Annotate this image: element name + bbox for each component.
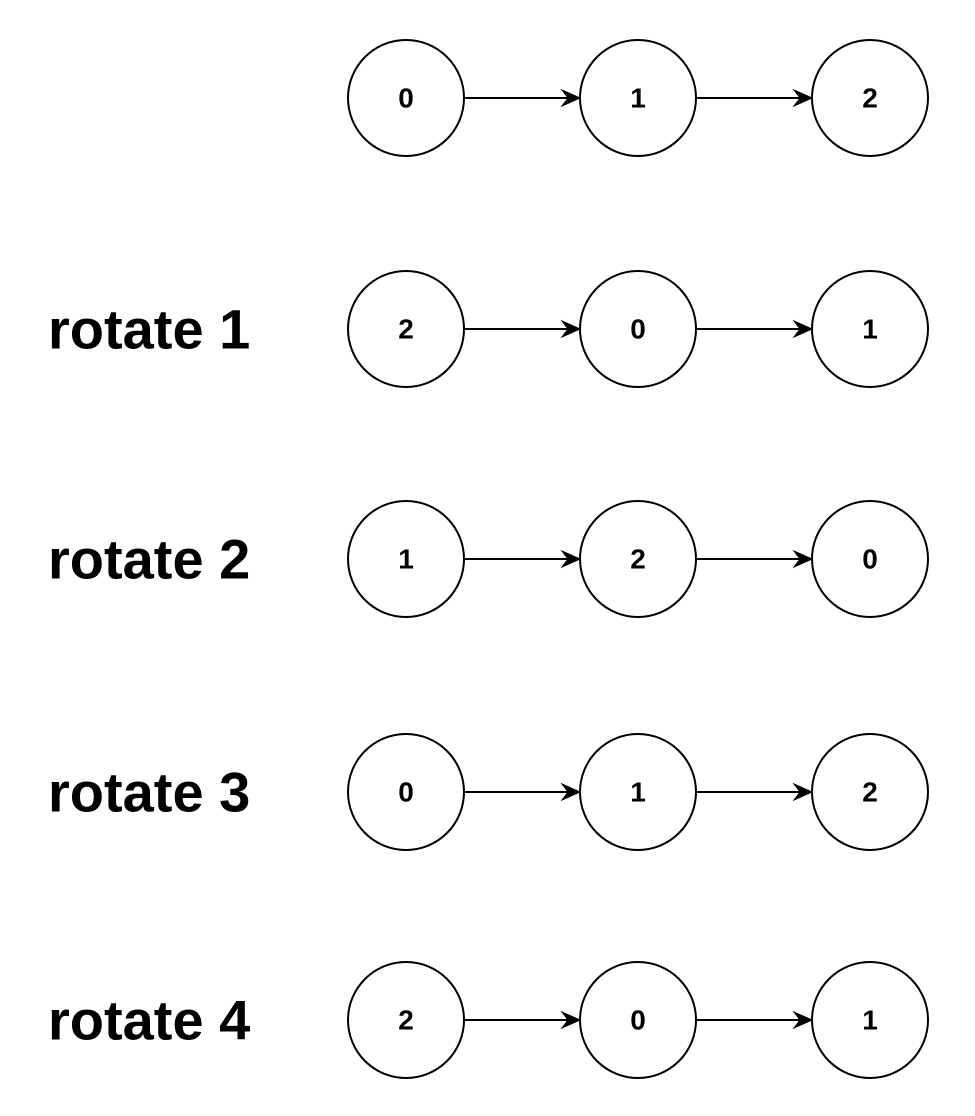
list-node: 1: [811, 270, 929, 388]
node-value: 1: [398, 544, 414, 575]
list-node: 1: [347, 500, 465, 618]
row-label: rotate 4: [48, 989, 250, 1052]
arrowhead-icon: [792, 549, 814, 569]
edge-arrow: [696, 319, 814, 339]
arrowhead-icon: [792, 319, 814, 339]
list-node: 0: [579, 961, 697, 1079]
list-node: 2: [347, 270, 465, 388]
edge-arrow: [696, 549, 814, 569]
list-node: 2: [811, 733, 929, 851]
node-value: 0: [630, 314, 646, 345]
arrowhead-icon: [560, 1010, 582, 1030]
node-circle: [579, 961, 697, 1079]
node-circle: [811, 961, 929, 1079]
row-label: rotate 1: [48, 298, 250, 361]
edge-arrow: [696, 88, 814, 108]
list-node: 0: [811, 500, 929, 618]
node-value: 1: [862, 1005, 878, 1036]
node-value: 1: [630, 777, 646, 808]
list-node: 1: [811, 961, 929, 1079]
arrowhead-icon: [560, 88, 582, 108]
node-circle: [579, 270, 697, 388]
edge-arrow: [464, 88, 582, 108]
arrowhead-icon: [792, 88, 814, 108]
node-value: 2: [862, 777, 878, 808]
node-value: 2: [630, 544, 646, 575]
node-circle: [347, 270, 465, 388]
list-node: 1: [579, 733, 697, 851]
edge-arrow: [464, 319, 582, 339]
node-circle: [811, 39, 929, 157]
row-2: rotate 2 1 2 0: [48, 500, 929, 618]
arrowhead-icon: [560, 782, 582, 802]
node-circle: [811, 270, 929, 388]
node-value: 0: [398, 83, 414, 114]
node-circle: [347, 733, 465, 851]
node-value: 2: [398, 1005, 414, 1036]
node-circle: [579, 39, 697, 157]
list-node: 2: [347, 961, 465, 1079]
arrowhead-icon: [560, 319, 582, 339]
row-0: 0 1 2: [347, 39, 929, 157]
edge-arrow: [696, 782, 814, 802]
row-1: rotate 1 2 0 1: [48, 270, 929, 388]
node-value: 0: [630, 1005, 646, 1036]
list-node: 2: [811, 39, 929, 157]
node-circle: [811, 733, 929, 851]
node-circle: [347, 500, 465, 618]
arrowhead-icon: [560, 549, 582, 569]
row-label: rotate 3: [48, 761, 250, 824]
list-node: 0: [347, 39, 465, 157]
list-node: 2: [579, 500, 697, 618]
node-circle: [347, 39, 465, 157]
arrowhead-icon: [792, 782, 814, 802]
node-circle: [347, 961, 465, 1079]
list-node: 1: [579, 39, 697, 157]
node-value: 2: [398, 314, 414, 345]
node-value: 1: [630, 83, 646, 114]
edge-arrow: [464, 1010, 582, 1030]
node-circle: [811, 500, 929, 618]
list-node: 0: [579, 270, 697, 388]
node-value: 0: [398, 777, 414, 808]
row-4: rotate 4 2 0 1: [48, 961, 929, 1079]
list-node: 0: [347, 733, 465, 851]
edge-arrow: [464, 782, 582, 802]
arrowhead-icon: [792, 1010, 814, 1030]
node-value: 1: [862, 314, 878, 345]
edge-arrow: [696, 1010, 814, 1030]
row-label: rotate 2: [48, 528, 250, 591]
node-circle: [579, 733, 697, 851]
edge-arrow: [464, 549, 582, 569]
node-value: 2: [862, 83, 878, 114]
node-circle: [579, 500, 697, 618]
node-value: 0: [862, 544, 878, 575]
row-3: rotate 3 0 1 2: [48, 733, 929, 851]
